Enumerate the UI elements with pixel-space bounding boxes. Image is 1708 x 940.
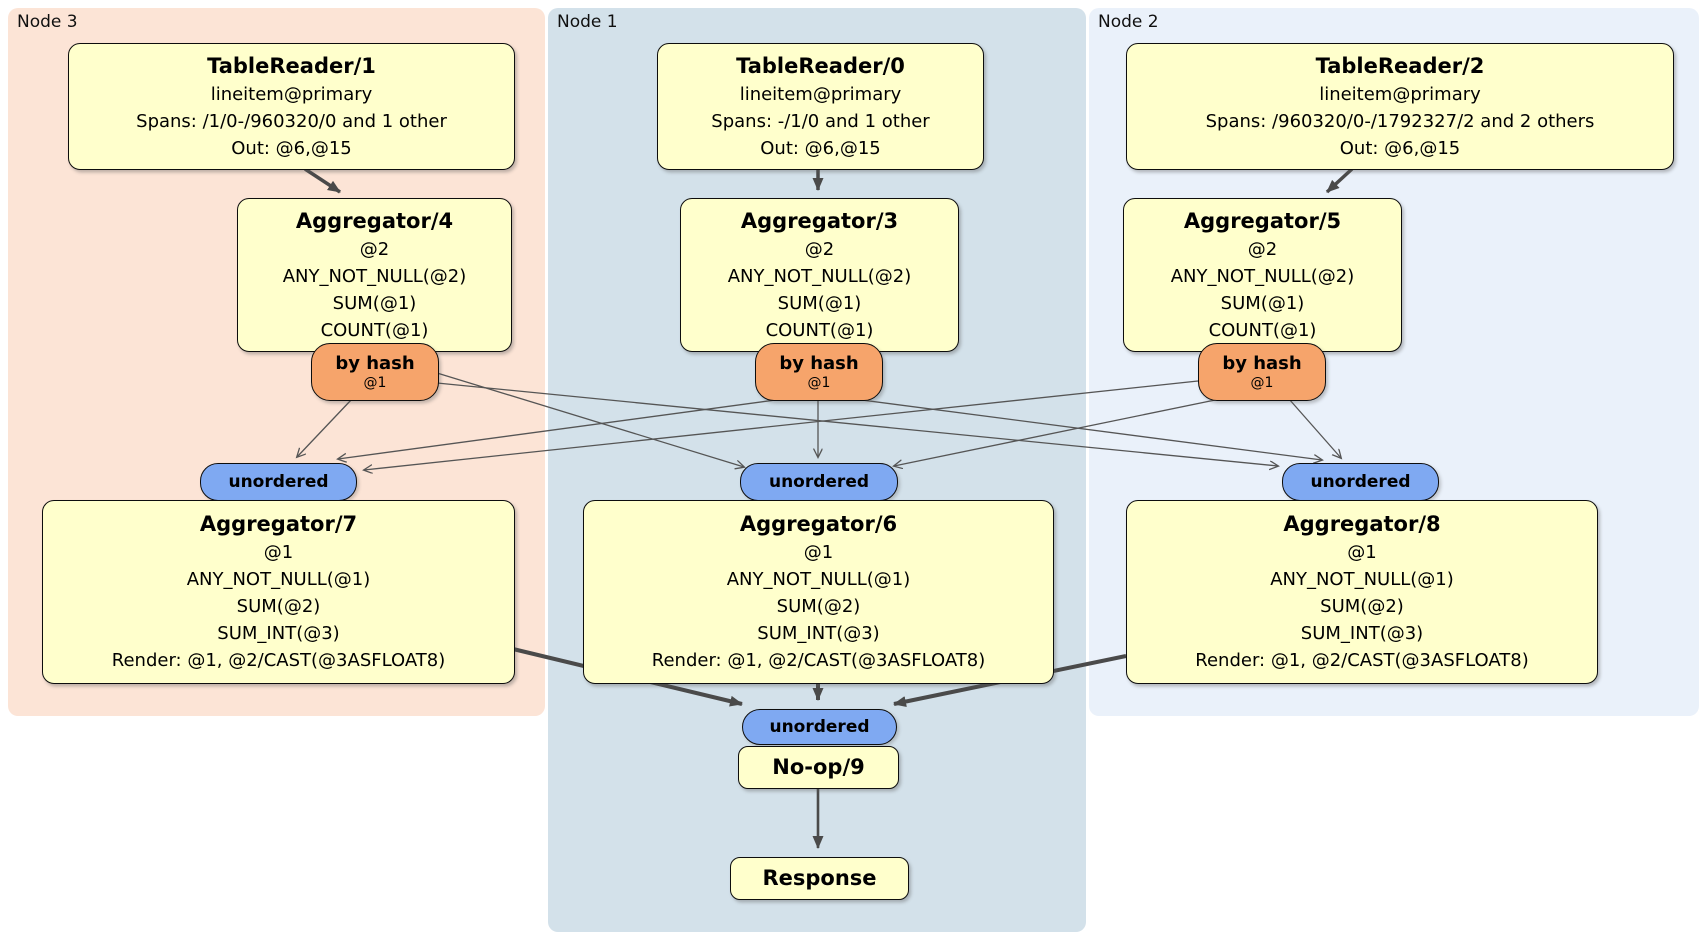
- sync-unordered-final: unordered: [742, 709, 897, 745]
- router-by-hash-node2: by hash @1: [1198, 343, 1326, 401]
- processor-aggregator-7: Aggregator/7 @1 ANY_NOT_NULL(@1) SUM(@2)…: [42, 500, 515, 684]
- panel-label-node-2: Node 2: [1098, 12, 1159, 32]
- processor-tablereader-2: TableReader/2 lineitem@primary Spans: /9…: [1126, 43, 1674, 170]
- processor-noop-9: No-op/9: [738, 746, 899, 789]
- processor-aggregator-6: Aggregator/6 @1 ANY_NOT_NULL(@1) SUM(@2)…: [583, 500, 1054, 684]
- processor-aggregator-5: Aggregator/5 @2 ANY_NOT_NULL(@2) SUM(@1)…: [1123, 198, 1402, 352]
- processor-aggregator-3: Aggregator/3 @2 ANY_NOT_NULL(@2) SUM(@1)…: [680, 198, 959, 352]
- processor-tablereader-0: TableReader/0 lineitem@primary Spans: -/…: [657, 43, 984, 170]
- response-box: Response: [730, 857, 909, 900]
- sync-unordered-node1: unordered: [740, 463, 898, 501]
- processor-title: Aggregator/5: [1183, 208, 1342, 233]
- processor-title: TableReader/0: [736, 53, 905, 78]
- processor-title: Aggregator/4: [295, 208, 454, 233]
- processor-title: TableReader/2: [1315, 53, 1485, 78]
- panel-label-node-1: Node 1: [557, 12, 618, 32]
- processor-title: Aggregator/6: [739, 512, 898, 536]
- sync-unordered-node2: unordered: [1282, 463, 1439, 501]
- processor-tablereader-1: TableReader/1 lineitem@primary Spans: /1…: [68, 43, 515, 170]
- panel-label-node-3: Node 3: [17, 12, 78, 32]
- router-by-hash-node3: by hash @1: [311, 343, 439, 401]
- sync-unordered-node3: unordered: [200, 463, 357, 501]
- processor-aggregator-4: Aggregator/4 @2 ANY_NOT_NULL(@2) SUM(@1)…: [237, 198, 512, 352]
- processor-title: Aggregator/3: [740, 208, 899, 233]
- processor-title: TableReader/1: [207, 53, 376, 78]
- processor-title: Aggregator/8: [1283, 512, 1441, 536]
- router-by-hash-node1: by hash @1: [755, 343, 883, 401]
- processor-aggregator-8: Aggregator/8 @1 ANY_NOT_NULL(@1) SUM(@2)…: [1126, 500, 1598, 684]
- processor-title: Aggregator/7: [199, 512, 358, 536]
